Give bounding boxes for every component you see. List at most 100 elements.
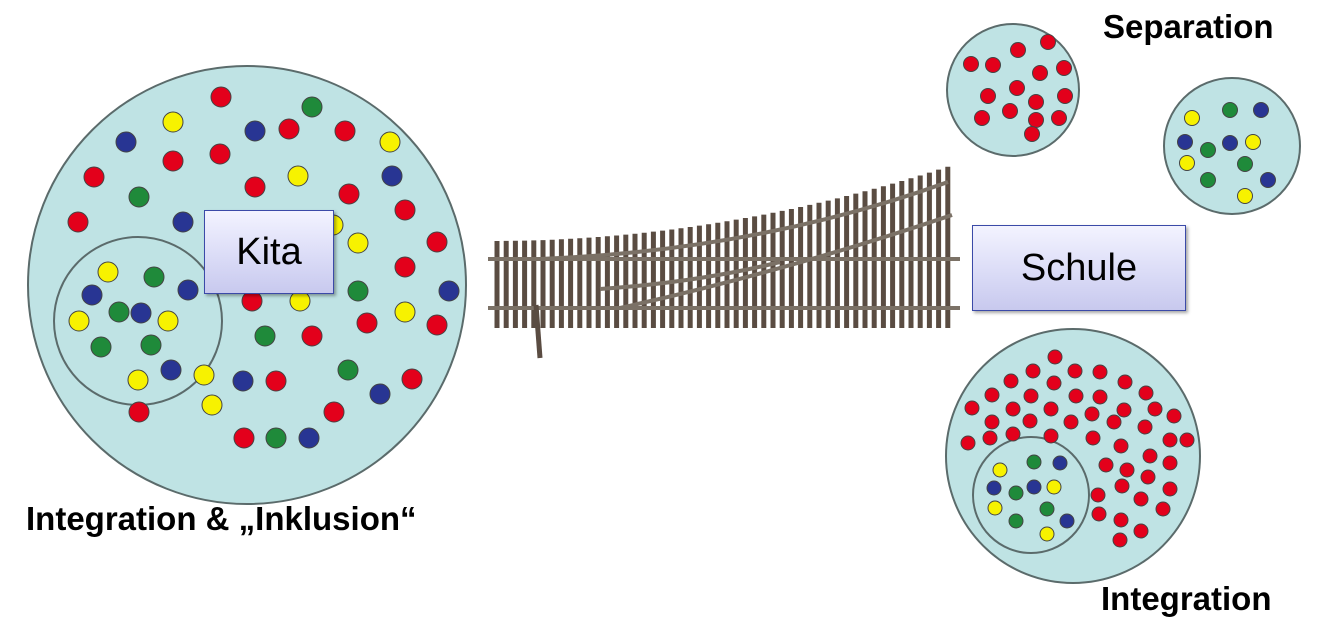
separation-dot: [1052, 111, 1067, 126]
separation-dot: [1238, 157, 1253, 172]
separation-dot: [981, 89, 996, 104]
kita-dot: [245, 121, 265, 141]
integration-dot: [1024, 389, 1038, 403]
integration-dot: [1091, 488, 1105, 502]
kita-dot: [91, 337, 111, 357]
integration-dot: [1148, 402, 1162, 416]
kita-dot: [395, 200, 415, 220]
integration-dot: [1047, 480, 1061, 494]
integration-dot: [1040, 527, 1054, 541]
kita-dot: [402, 369, 422, 389]
integration-dot: [1134, 524, 1148, 538]
kita-dot: [144, 267, 164, 287]
integration-dot: [1141, 470, 1155, 484]
integration-dot: [1143, 449, 1157, 463]
integration-dot: [993, 463, 1007, 477]
integration-dot: [1163, 482, 1177, 496]
label-separation: Separation: [1103, 8, 1274, 46]
kita-dot: [395, 302, 415, 322]
kita-dot: [158, 311, 178, 331]
integration-dot: [1117, 403, 1131, 417]
kita-dot: [357, 313, 377, 333]
integration-dot: [1006, 427, 1020, 441]
integration-dot: [1086, 431, 1100, 445]
integration-dot: [1040, 502, 1054, 516]
kita-dot: [129, 402, 149, 422]
separation-dot: [1238, 189, 1253, 204]
separation-dot: [1223, 136, 1238, 151]
kita-dot: [338, 360, 358, 380]
label-integration: Integration: [1101, 580, 1272, 618]
kita-dot: [266, 371, 286, 391]
integration-dot: [1085, 407, 1099, 421]
kita-dot: [141, 335, 161, 355]
integration-dot: [1093, 365, 1107, 379]
kita-box: Kita: [204, 210, 334, 294]
separation-dot: [1057, 61, 1072, 76]
kita-dot: [242, 291, 262, 311]
integration-inner-circle: [973, 437, 1089, 553]
integration-dot: [1047, 376, 1061, 390]
kita-dot: [370, 384, 390, 404]
kita-dot: [299, 428, 319, 448]
separation-dot: [1178, 135, 1193, 150]
integration-dot: [1092, 507, 1106, 521]
kita-dot: [129, 187, 149, 207]
integration-dot: [1068, 364, 1082, 378]
kita-dot: [255, 326, 275, 346]
kita-dot: [339, 184, 359, 204]
kita-dot: [245, 177, 265, 197]
kita-dot: [395, 257, 415, 277]
kita-dot: [427, 315, 447, 335]
kita-dot: [233, 371, 253, 391]
kita-dot: [131, 303, 151, 323]
separation-dot: [1011, 43, 1026, 58]
integration-dot: [1009, 486, 1023, 500]
integration-dot: [1180, 433, 1194, 447]
integration-dot: [1093, 390, 1107, 404]
kita-dot: [84, 167, 104, 187]
separation-dot: [975, 111, 990, 126]
integration-dot: [1023, 414, 1037, 428]
kita-dot: [279, 119, 299, 139]
kita-dot: [266, 428, 286, 448]
separation-dot: [1010, 81, 1025, 96]
separation-dot: [1180, 156, 1195, 171]
separation-dot: [1223, 103, 1238, 118]
kita-dot: [210, 144, 230, 164]
kita-dot: [302, 326, 322, 346]
integration-dot: [1060, 514, 1074, 528]
integration-dot: [1044, 402, 1058, 416]
separation-dot: [1261, 173, 1276, 188]
separation-dot: [986, 58, 1001, 73]
integration-dot: [1044, 429, 1058, 443]
separation-dot: [1201, 173, 1216, 188]
integration-dot: [1139, 386, 1153, 400]
separation-group: [947, 24, 1300, 214]
kita-dot: [68, 212, 88, 232]
integration-dot: [1163, 433, 1177, 447]
integration-dot: [1009, 514, 1023, 528]
kita-dot: [194, 365, 214, 385]
integration-dot: [1167, 409, 1181, 423]
kita-dot: [82, 285, 102, 305]
railway-switch-icon: [488, 167, 960, 358]
kita-dot: [380, 132, 400, 152]
kita-dot: [98, 262, 118, 282]
kita-dot: [382, 166, 402, 186]
kita-dot: [161, 360, 181, 380]
integration-dot: [988, 501, 1002, 515]
schule-box: Schule: [972, 225, 1186, 311]
kita-dot: [69, 311, 89, 331]
kita-dot: [348, 281, 368, 301]
integration-dot: [1118, 375, 1132, 389]
integration-dot: [1107, 415, 1121, 429]
integration-dot: [1120, 463, 1134, 477]
separation-dot: [964, 57, 979, 72]
integration-dot: [1134, 492, 1148, 506]
integration-dot: [961, 436, 975, 450]
separation-dot: [1029, 113, 1044, 128]
integration-dot: [1156, 502, 1170, 516]
kita-dot: [234, 428, 254, 448]
kita-dot: [290, 291, 310, 311]
